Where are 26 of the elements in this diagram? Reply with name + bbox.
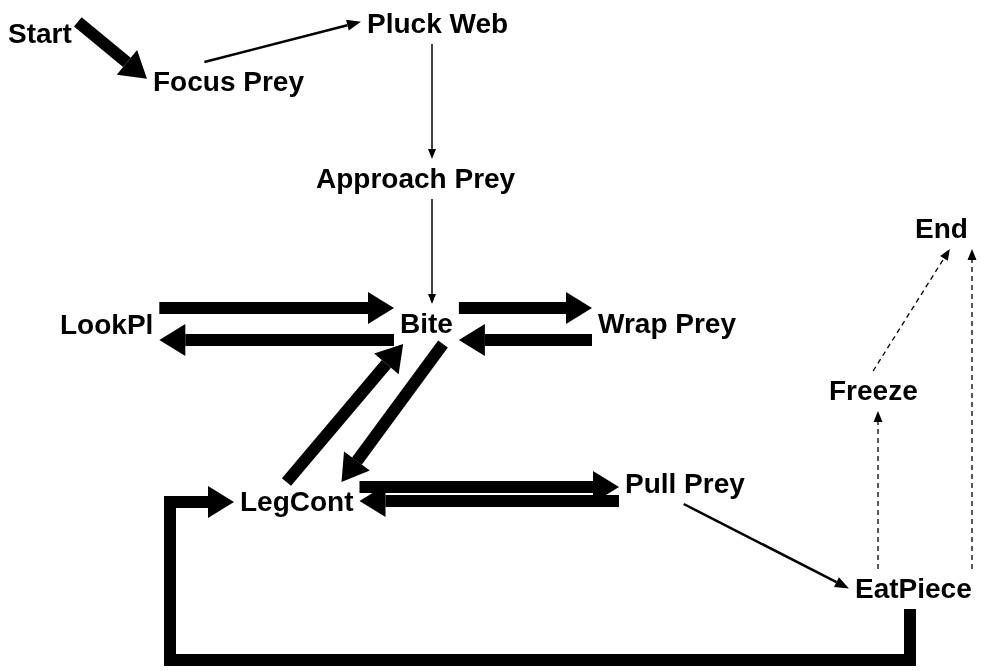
arrow (428, 43, 436, 159)
node-label: Bite (394, 304, 459, 344)
node-label: Focus Prey (147, 62, 310, 102)
arrow (341, 340, 448, 483)
arrow (164, 486, 916, 666)
arrow (873, 411, 883, 570)
node-label: LegCont (234, 482, 360, 522)
arrow (281, 343, 404, 486)
node-label: Start (2, 14, 78, 54)
node-label: End (909, 209, 974, 249)
node-label: LookPl (54, 305, 160, 345)
arrow (872, 249, 950, 372)
arrow (74, 17, 147, 79)
node-label: Approach Prey (310, 159, 522, 199)
arrow (967, 249, 977, 570)
arrow (159, 292, 394, 324)
node-label: Pluck Web (361, 4, 515, 44)
node-label: EatPiece (849, 569, 978, 609)
node-label: Wrap Prey (592, 304, 742, 344)
arrow (683, 502, 849, 589)
arrow (204, 19, 361, 64)
arrow (428, 198, 436, 304)
arrow (458, 292, 592, 324)
node-label: Pull Prey (619, 464, 751, 504)
arrow (458, 324, 592, 356)
node-label: Freeze (823, 371, 924, 411)
